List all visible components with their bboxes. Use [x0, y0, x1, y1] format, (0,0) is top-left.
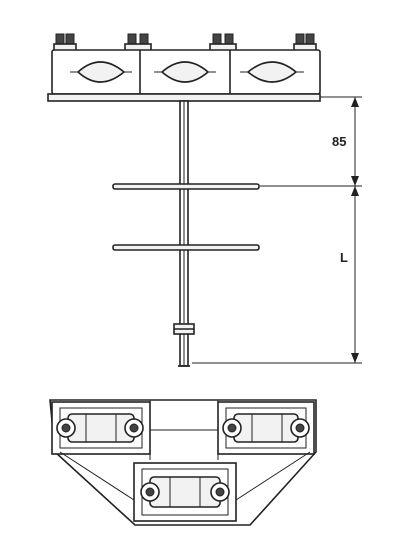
dimension-lines: 85 L [192, 96, 362, 364]
bolt-group-right [293, 33, 317, 53]
clamp-module-right [217, 401, 315, 455]
clamp-module-left [51, 401, 151, 455]
spacer-disc-lower [112, 244, 260, 251]
bolt-group-left [53, 33, 77, 53]
dimension-label-85: 85 [332, 134, 346, 149]
clamp-module-bottom [133, 462, 237, 522]
cable-holes [70, 61, 304, 83]
base-plate [47, 93, 321, 102]
plan-view [49, 399, 317, 526]
side-view [47, 33, 321, 367]
spacer-disc-upper [112, 183, 260, 190]
dimension-label-l: L [340, 250, 348, 265]
